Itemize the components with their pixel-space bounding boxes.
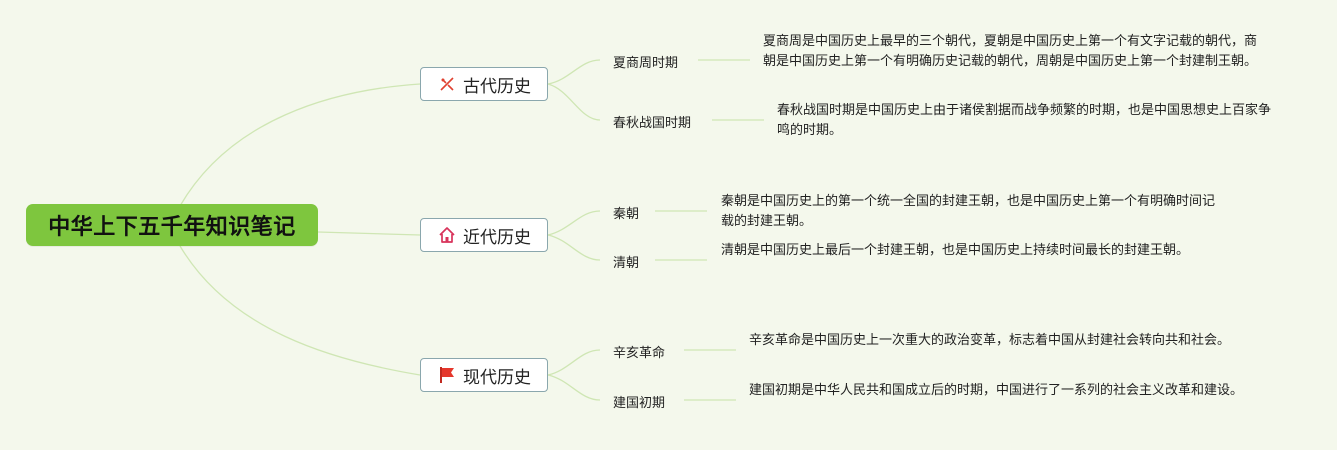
link-root-ancient — [179, 83, 421, 207]
root-label: 中华上下五千年知识笔记 — [48, 215, 296, 240]
desc-qing-dynasty: 清朝是中国历史上最后一个封建王朝，也是中国历史上持续时间最长的封建王朝。 — [721, 243, 1190, 258]
branch-label: 古代历史 — [463, 76, 531, 97]
desc-early-prc: 建国初期是中华人民共和国成立后的时期，中国进行了一系列的社会主义改革和建设。 — [749, 383, 1244, 398]
leaf-xinhai-revolution[interactable]: 辛亥革命 — [613, 346, 666, 361]
desc-chunqiu-zhanguo: 春秋战国时期是中国历史上由于诸侯割据而战争频繁的时期，也是中国思想史上百家争鸣的… — [777, 103, 1272, 138]
link-root-contemporary — [179, 245, 421, 376]
house-icon — [437, 225, 457, 245]
branch-contemporary-history[interactable]: 现代历史 — [420, 358, 548, 392]
branch-modern-history[interactable]: 近代历史 — [420, 218, 548, 252]
link-contemporary-jianguo — [547, 374, 601, 401]
branch-ancient-history[interactable]: 古代历史 — [420, 67, 548, 101]
root-node[interactable]: 中华上下五千年知识笔记 — [26, 204, 318, 246]
flag-icon — [437, 365, 457, 385]
leaf-early-prc[interactable]: 建国初期 — [613, 396, 666, 411]
link-ancient-chunqiu — [547, 83, 601, 121]
scissors-icon — [437, 74, 457, 94]
leaf-xia-shang-zhou[interactable]: 夏商周时期 — [613, 56, 679, 71]
desc-xia-shang-zhou: 夏商周是中国历史上最早的三个朝代，夏朝是中国历史上第一个有文字记载的朝代，商朝是… — [763, 34, 1258, 69]
leaf-qing-dynasty[interactable]: 清朝 — [613, 256, 640, 271]
branch-label: 近代历史 — [463, 227, 531, 248]
desc-qin-dynasty: 秦朝是中国历史上的第一个统一全国的封建王朝，也是中国历史上第一个有明确时间记载的… — [721, 194, 1216, 229]
leaf-chunqiu-zhanguo[interactable]: 春秋战国时期 — [613, 116, 692, 131]
link-ancient-xia — [547, 59, 601, 85]
link-modern-qin — [547, 210, 601, 236]
branch-label: 现代历史 — [463, 367, 531, 388]
desc-xinhai-revolution: 辛亥革命是中国历史上一次重大的政治变革，标志着中国从封建社会转向共和社会。 — [749, 333, 1231, 348]
leaf-qin-dynasty[interactable]: 秦朝 — [613, 207, 640, 222]
link-modern-qing — [547, 234, 601, 261]
link-contemporary-xinhai — [547, 349, 601, 376]
link-root-modern — [317, 231, 421, 236]
